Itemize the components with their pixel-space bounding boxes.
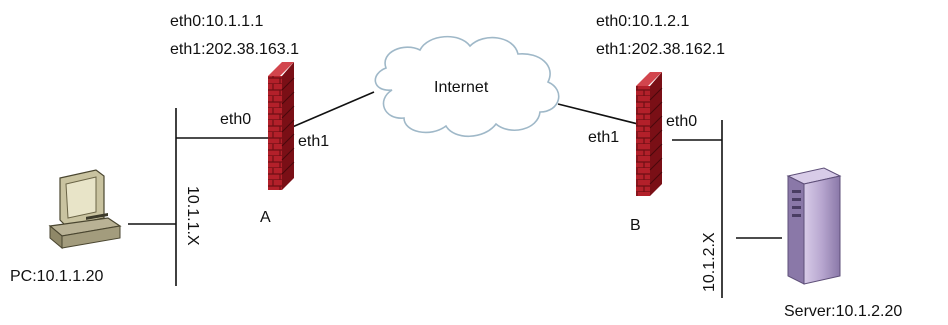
firewall-b-eth0-info: eth0:10.1.2.1 <box>596 13 690 30</box>
firewall-a-icon <box>268 62 295 190</box>
firewall-a-eth0-info: eth0:10.1.1.1 <box>170 13 264 30</box>
server-label: Server:10.1.2.20 <box>784 303 902 320</box>
firewall-b-icon <box>636 72 663 196</box>
pc-icon <box>48 169 122 250</box>
internet-cloud-icon <box>374 35 560 137</box>
firewall-a-port-eth0: eth0 <box>220 111 251 128</box>
firewall-b-port-eth1: eth1 <box>588 129 619 146</box>
segment-right-label: 10.1.2.X <box>701 232 718 292</box>
firewall-b-port-eth0: eth0 <box>666 113 697 130</box>
server-icon <box>786 167 842 285</box>
links <box>128 91 782 298</box>
firewall-a-label: A <box>260 209 271 226</box>
firewall-b-label: B <box>630 217 641 234</box>
firewall-a-eth1-info: eth1:202.38.163.1 <box>170 41 299 58</box>
firewall-b-eth1-info: eth1:202.38.162.1 <box>596 41 725 58</box>
pc-label: PC:10.1.1.20 <box>10 268 104 285</box>
segment-left-label: 10.1.1.X <box>184 186 201 246</box>
internet-label: Internet <box>434 79 489 96</box>
firewall-a-port-eth1: eth1 <box>298 133 329 150</box>
